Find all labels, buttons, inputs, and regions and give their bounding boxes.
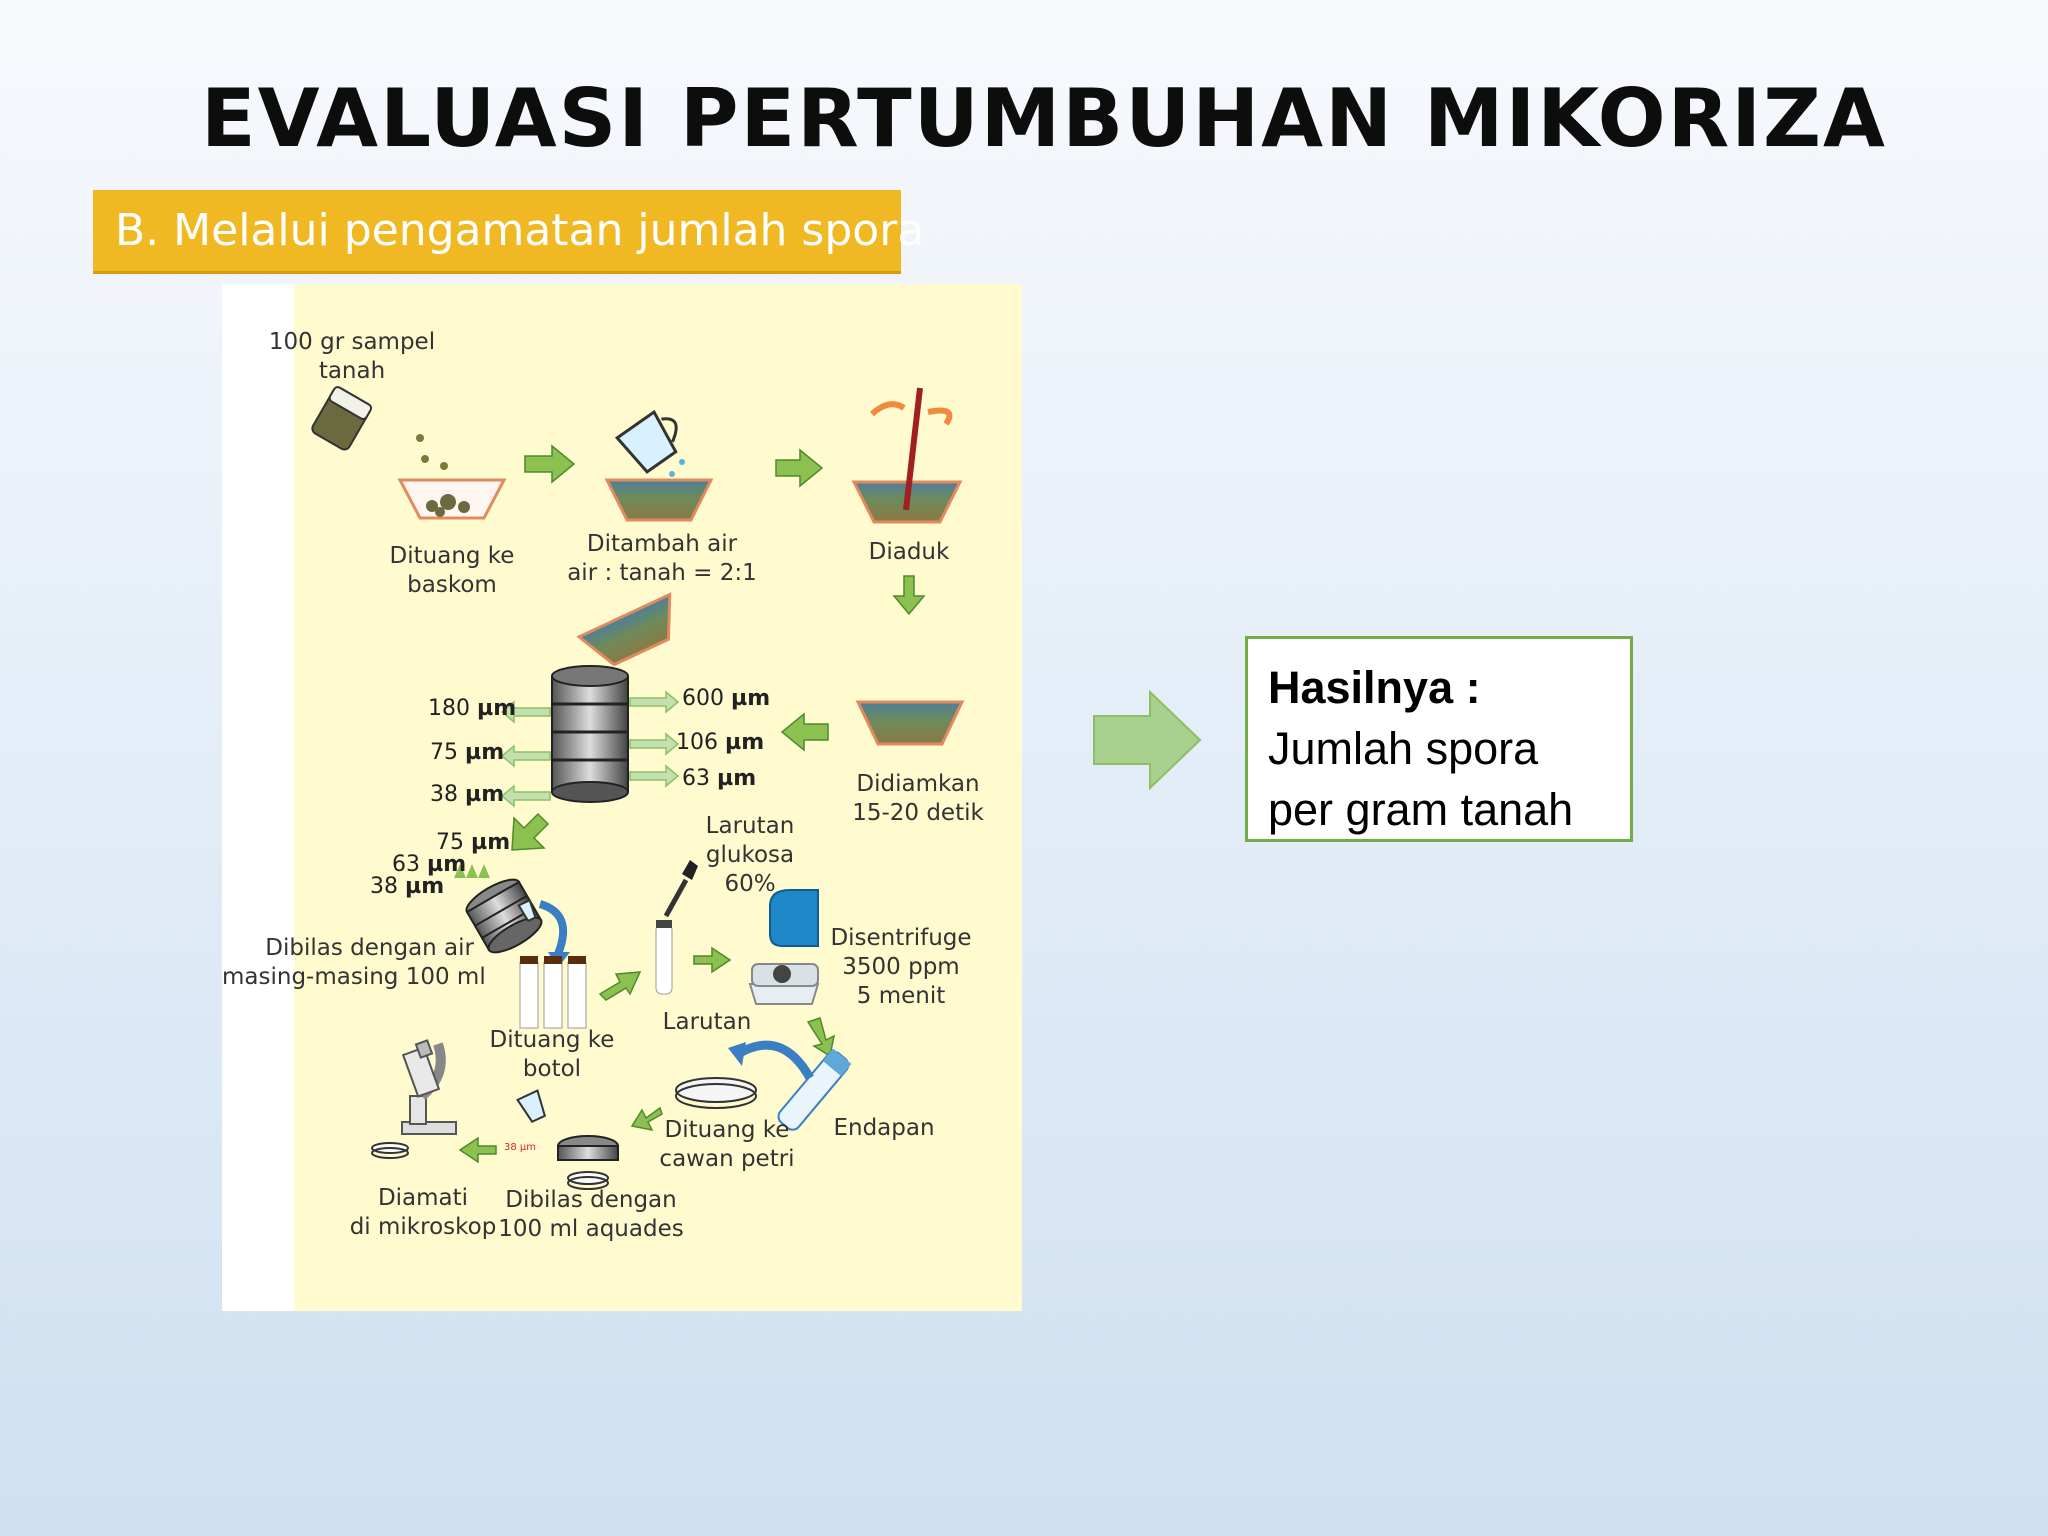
petri-dish-icon	[675, 1077, 757, 1109]
label-water-line1: Ditambah air	[586, 531, 738, 557]
sieve-output-arrows	[500, 690, 680, 808]
sample-bottles-icon	[519, 956, 587, 1029]
label-rinse-line1: Dibilas dengan air	[265, 935, 474, 961]
slide-title: EVALUASI PERTUMBUHAN MIKORIZA	[201, 72, 1887, 165]
arrow-left-icon	[458, 1136, 497, 1164]
sieve-label-left-1: 180 µm	[428, 696, 517, 721]
sieve-label-right-1: 600 µm	[682, 686, 771, 711]
small-sieve-label-1: 75 µm	[436, 830, 511, 855]
label-settle-line2: 15-20 detik	[852, 800, 984, 826]
label-stir: Diaduk	[868, 539, 950, 565]
arrow-down-right-icon	[806, 1017, 836, 1058]
label-observe-line1: Diamati	[377, 1185, 469, 1211]
label-observe: Diamati di mikroskop	[348, 1184, 498, 1242]
basin-with-water-icon	[604, 409, 714, 522]
label-solution: Larutan	[662, 1009, 752, 1035]
sieve-label-left-2: 75 µm	[430, 740, 505, 765]
stirring-basin-icon	[851, 387, 963, 524]
label-glucose-line1: Larutan	[705, 813, 795, 839]
label-observe-line2: di mikroskop	[349, 1214, 497, 1240]
label-centrifuge: Disentrifuge 3500 ppm 5 menit	[826, 924, 976, 1011]
test-tube-icon	[655, 920, 673, 995]
centrifuge-icon	[748, 889, 820, 1005]
label-sample-line1: 100 gr sampel	[268, 329, 436, 355]
result-line-2: per gram tanah	[1268, 784, 1574, 835]
sieve-stack-icon	[551, 665, 629, 803]
result-box: Hasilnya : Jumlah spora per gram tanah	[1245, 636, 1633, 842]
label-glucose: Larutan glukosa 60%	[690, 812, 810, 899]
label-petri-line2: cawan petri	[659, 1146, 795, 1172]
sieve-label-right-2: 106 µm	[676, 730, 765, 755]
result-arrow-icon	[1093, 690, 1202, 790]
label-bottle-line2: botol	[522, 1056, 582, 1082]
microscope-icon	[371, 1039, 457, 1159]
sieve-label-left-3: 38 µm	[430, 782, 505, 807]
result-heading: Hasilnya :	[1268, 662, 1481, 713]
label-settle: Didiamkan 15-20 detik	[838, 770, 998, 828]
arrow-right-icon	[524, 444, 576, 484]
label-bottle: Dituang ke botol	[482, 1026, 622, 1084]
label-water: Ditambah air air : tanah = 2:1	[562, 530, 762, 588]
label-centrifuge-line1: Disentrifuge	[830, 925, 972, 951]
arrow-down-left-icon	[630, 1106, 663, 1132]
arrow-down-icon	[892, 575, 926, 616]
label-water-line2: air : tanah = 2:1	[567, 560, 757, 586]
label-basin: Dituang ke baskom	[362, 542, 542, 600]
label-centrifuge-line3: 5 menit	[856, 983, 946, 1009]
arrow-up-right-icon	[598, 971, 642, 1001]
pouring-basin-icon	[576, 592, 672, 667]
rinsed-sieves-icon	[454, 864, 570, 968]
small-sieve-label-3: 38 µm	[370, 874, 445, 899]
small-sieve-label-2: 63 µm	[392, 852, 467, 877]
label-rinse-aquades-line2: 100 ml aquades	[498, 1216, 684, 1242]
label-sediment: Endapan	[833, 1115, 935, 1141]
curved-arrow-icon	[735, 1040, 814, 1081]
label-centrifuge-line2: 3500 ppm	[842, 954, 960, 980]
basin-with-soil-icon	[397, 478, 507, 520]
label-bottle-line1: Dituang ke	[489, 1027, 615, 1053]
label-petri: Dituang ke cawan petri	[652, 1116, 802, 1174]
small-sieve-tag: 38 µm	[504, 1142, 537, 1153]
label-petri-line1: Dituang ke	[664, 1117, 790, 1143]
diagram-illustrations	[311, 386, 965, 1190]
label-rinse-aquades: Dibilas dengan 100 ml aquades	[496, 1186, 686, 1244]
arrow-left-icon	[780, 712, 829, 752]
label-settle-line1: Didiamkan	[856, 771, 980, 797]
spore-extraction-diagram: 100 gr sampel tanah Dituang ke baskom Di…	[222, 284, 1022, 1311]
subtitle-banner: B. Melalui pengamatan jumlah spora	[93, 190, 924, 274]
arrow-right-icon	[693, 946, 732, 974]
label-sample-line2: tanah	[318, 358, 386, 384]
arrow-right-icon	[775, 448, 824, 488]
label-glucose-line2: glukosa	[705, 842, 795, 868]
label-glucose-line3: 60%	[724, 871, 776, 897]
label-rinse: Dibilas dengan air masing-masing 100 ml	[222, 934, 486, 992]
label-rinse-line2: masing-masing 100 ml	[222, 964, 486, 990]
label-sample: 100 gr sampel tanah	[240, 328, 464, 386]
sieve-label-right-3: 63 µm	[682, 766, 757, 791]
soil-sample-bag-icon	[311, 386, 448, 470]
label-rinse-aquades-line1: Dibilas dengan	[505, 1187, 677, 1213]
arrow-down-left-icon	[511, 812, 550, 851]
settling-basin-icon	[855, 700, 965, 746]
result-line-1: Jumlah spora	[1268, 723, 1539, 774]
label-basin-line2: baskom	[407, 572, 497, 598]
aquades-rinse-icon	[516, 1089, 619, 1190]
label-basin-line1: Dituang ke	[389, 543, 515, 569]
sediment-tube-icon	[777, 1048, 852, 1131]
glucose-dropper-icon	[663, 860, 698, 918]
